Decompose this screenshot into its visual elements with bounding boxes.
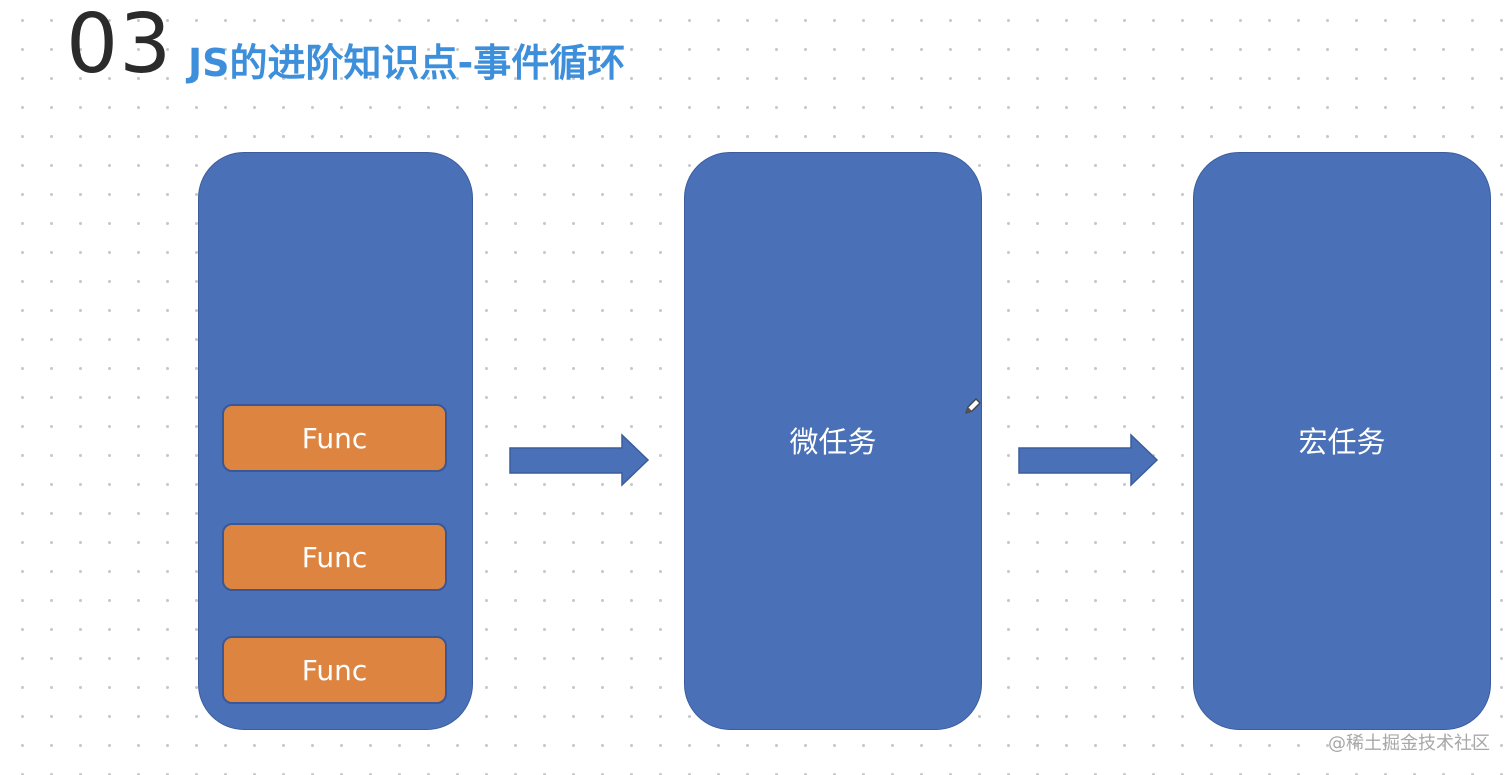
slide-title: JS的进阶知识点-事件循环	[188, 41, 626, 85]
slide-number: 03	[66, 0, 173, 92]
macrotask-label: 宏任务	[1298, 425, 1386, 459]
right-arrow-icon	[1018, 433, 1159, 487]
microtask-label: 微任务	[789, 425, 877, 459]
func-block: Func	[222, 404, 447, 472]
pencil-cursor-icon	[965, 398, 981, 414]
microtask-column	[684, 152, 982, 730]
macrotask-column	[1193, 152, 1491, 730]
watermark: @稀土掘金技术社区	[1328, 733, 1490, 754]
func-block: Func	[222, 523, 447, 591]
right-arrow-icon	[509, 433, 650, 487]
func-block: Func	[222, 636, 447, 704]
